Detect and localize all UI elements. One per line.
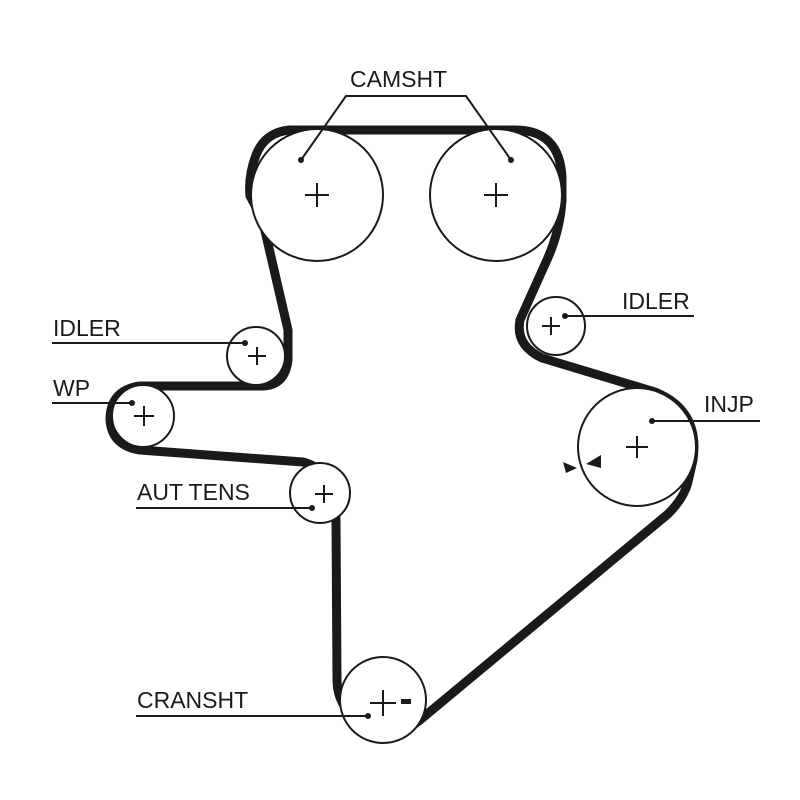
injection-pump-label: INJP — [704, 391, 754, 417]
center-cross-icon — [315, 485, 333, 503]
crankshaft-label: CRANSHT — [137, 687, 248, 713]
idler-pulley-right — [526, 296, 586, 356]
crankshaft-pulley — [339, 656, 427, 744]
idler-pulley-left — [226, 326, 286, 386]
leader-lines — [52, 95, 760, 719]
injection-pump-pulley — [563, 387, 697, 507]
camshaft-pulley-right — [429, 128, 563, 262]
center-cross-icon — [370, 690, 396, 716]
idler-right-label: IDLER — [622, 288, 690, 314]
rotation-arrows-icon — [563, 455, 601, 473]
center-cross-icon — [484, 183, 508, 207]
camshaft-label: CAMSHT — [350, 66, 447, 92]
auto-tensioner-pulley — [289, 462, 351, 524]
camshaft-pulley-left — [250, 128, 384, 262]
center-cross-icon — [305, 183, 329, 207]
center-cross-icon — [134, 406, 154, 426]
water-pump-label: WP — [53, 375, 90, 401]
center-cross-icon — [626, 436, 648, 458]
center-cross-icon — [542, 317, 560, 335]
idler-left-label: IDLER — [53, 315, 121, 341]
auto-tensioner-label: AUT TENS — [137, 479, 250, 505]
minus-mark-icon — [401, 699, 411, 704]
center-cross-icon — [248, 347, 266, 365]
water-pump-pulley — [111, 384, 175, 448]
